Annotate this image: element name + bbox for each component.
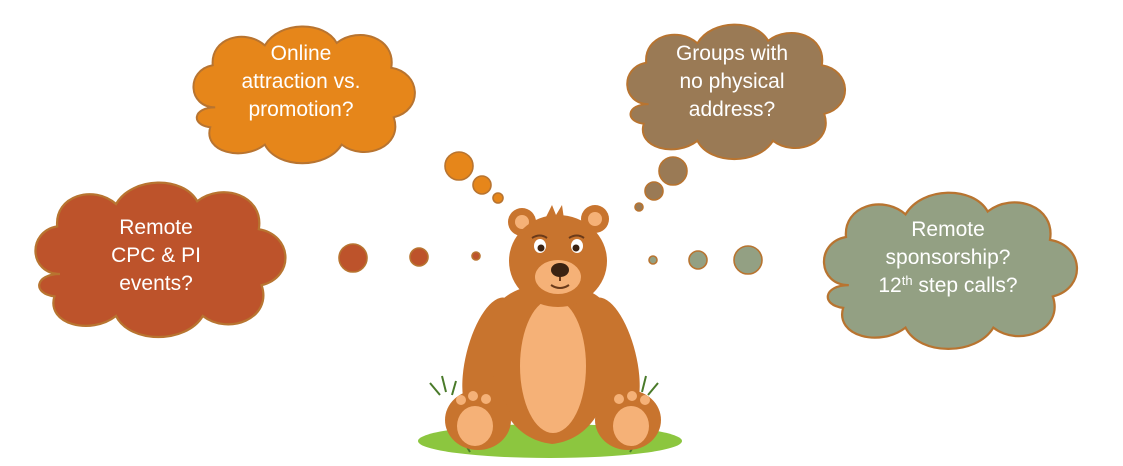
bear-tuft: [546, 205, 564, 219]
thought-dots-sponsorship: [648, 245, 763, 275]
thought-online-line-1: Online: [270, 42, 332, 65]
bear-right-eye: [572, 244, 580, 252]
thought-groups-line-2: no physical: [679, 70, 785, 93]
thought-dot: [658, 156, 688, 186]
thought-dot: [444, 151, 474, 181]
bear-left-eye: [537, 244, 545, 252]
bear-mouth: [550, 277, 570, 289]
thought-sponsorship-line-2: sponsorship?: [885, 246, 1011, 269]
step-number: 12: [878, 274, 902, 297]
ordinal-suffix: th: [901, 273, 913, 288]
thought-dot: [338, 243, 368, 273]
thought-dot: [648, 255, 658, 265]
thought-dot: [471, 251, 481, 261]
thought-dots-groups: [634, 156, 688, 212]
thought-sponsorship-line-1: Remote: [911, 218, 985, 241]
thought-groups-line-1: Groups with: [675, 42, 789, 65]
thought-online-line-2: attraction vs.: [241, 70, 361, 93]
paw-pad: [457, 406, 493, 446]
thought-online-line-3: promotion?: [248, 98, 354, 121]
thought-sponsorship-line-3: 12th step calls?: [850, 272, 1046, 300]
thought-dot: [634, 202, 644, 212]
thought-cpc-line-3: events?: [119, 272, 193, 295]
thought-groups-line-3: address?: [688, 98, 776, 121]
paw-pad: [613, 406, 649, 446]
thought-dot: [409, 247, 429, 267]
thought-dot: [472, 175, 492, 195]
thought-cpc-text: Remote CPC & PI events?: [88, 214, 224, 298]
step-calls-text: step calls?: [912, 274, 1018, 297]
thought-sponsorship-text: Remote sponsorship? 12th step calls?: [850, 216, 1046, 300]
bear-nose: [551, 263, 569, 277]
thought-cpc-line-2: CPC & PI: [111, 244, 201, 267]
thought-dot: [492, 192, 504, 204]
thought-dots-cpc: [338, 243, 481, 273]
bear-muzzle: [535, 260, 581, 294]
bear-belly: [520, 299, 586, 433]
paw-toes: [456, 391, 650, 405]
thought-online-text: Online attraction vs. promotion?: [230, 40, 372, 124]
bear-eyebrows: [531, 234, 585, 239]
thought-cpc-line-1: Remote: [119, 216, 193, 239]
thought-dots-online: [444, 151, 504, 204]
thought-dot: [688, 250, 708, 270]
thought-dot: [733, 245, 763, 275]
bear-illustration: [418, 205, 682, 458]
thought-groups-text: Groups with no physical address?: [664, 40, 800, 124]
thought-dot: [644, 181, 664, 201]
